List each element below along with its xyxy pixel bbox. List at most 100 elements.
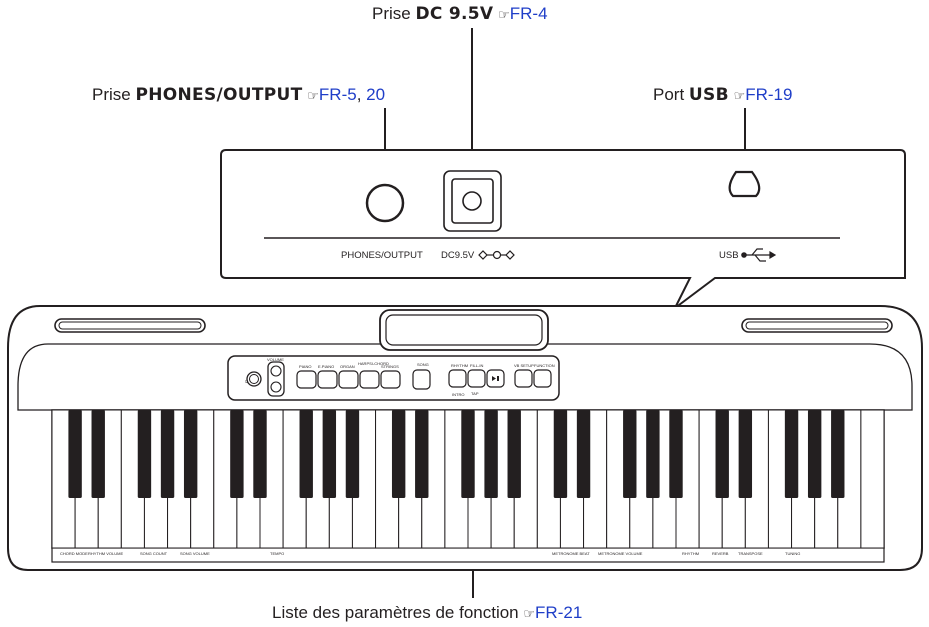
pointing-hand-icon: ☞ (733, 89, 746, 104)
phones-jack-ref-link-1[interactable]: FR-5 (318, 85, 357, 104)
top-panel (17, 343, 913, 411)
function-button (533, 369, 552, 388)
tone-button-organ (338, 370, 359, 389)
phones-jack-ref-separator: , (356, 85, 367, 104)
black-key[interactable] (391, 410, 406, 498)
black-key[interactable] (669, 410, 683, 498)
usb-symbol-arrow (769, 250, 777, 260)
usb-symbol-upper-branch (751, 248, 763, 256)
piano-keys (51, 409, 885, 549)
function-label: FUNCTION (534, 363, 555, 368)
fill-in-button (467, 369, 486, 388)
tone-button-harpsichord (359, 370, 380, 389)
dc-jack-ref-link[interactable]: FR-4 (509, 4, 548, 23)
black-key[interactable] (91, 410, 105, 498)
black-key[interactable] (738, 410, 753, 498)
black-key[interactable] (299, 410, 313, 498)
function-strip-label: RHYTHM (682, 551, 699, 556)
rear-dc-label: DC9.5V (441, 250, 475, 261)
function-list-text: Liste des paramètres de fonction (272, 603, 519, 622)
tone-button-strings (380, 370, 401, 389)
black-key[interactable] (484, 410, 498, 498)
black-key[interactable] (230, 410, 244, 498)
rear-panel-callout (220, 149, 906, 309)
power-button (246, 371, 262, 387)
black-key[interactable] (576, 410, 591, 498)
usb-port-name: USB (688, 85, 729, 105)
black-key[interactable] (322, 410, 337, 498)
black-key[interactable] (137, 410, 152, 498)
right-speaker-grill-inner (745, 321, 889, 330)
music-stand-slot (379, 309, 549, 351)
dc-jack-icon (462, 191, 482, 211)
start-stop-button (486, 369, 505, 388)
dc-jack-outer (443, 170, 502, 232)
function-list-callout: Liste des paramètres de fonction ☞FR-21 (272, 603, 582, 625)
black-key[interactable] (183, 410, 198, 498)
dc-jack-prefix: Prise (372, 4, 411, 23)
usb-port-prefix: Port (653, 85, 685, 104)
function-strip-label: CHORD MODE (60, 551, 88, 556)
black-key[interactable] (253, 410, 267, 498)
piano-label: PIANO (299, 364, 311, 369)
fill-in-label: FILL-IN (470, 363, 483, 368)
play-stop-icon (492, 376, 499, 381)
usb-port-ref-link[interactable]: FR-19 (745, 85, 793, 104)
dc-jack-callout: Prise DC 9.5V ☞FR-4 (372, 4, 548, 26)
volume-up-button (270, 365, 282, 377)
function-list-ref-link[interactable]: FR-21 (535, 603, 583, 622)
control-panel (227, 355, 560, 401)
pointing-hand-icon: ☞ (523, 607, 536, 622)
black-key[interactable] (623, 410, 637, 498)
power-button-inner (249, 374, 259, 384)
organ-label: ORGAN (340, 364, 355, 369)
black-key[interactable] (715, 410, 729, 498)
black-key[interactable] (553, 410, 568, 498)
black-key[interactable] (415, 410, 429, 498)
song-button (412, 369, 431, 390)
function-strip-label: REVERB (712, 551, 729, 556)
tone-button-epiano (317, 370, 338, 389)
rhythm-label: RHYTHM (451, 363, 468, 368)
volume-label: VOLUME (267, 357, 284, 362)
function-strip-label: TRANSPOSE (738, 551, 763, 556)
strings-label: STRINGS (381, 364, 399, 369)
black-key[interactable] (646, 410, 660, 498)
function-strip-label: TUNING (785, 551, 800, 556)
phones-jack-icon (365, 183, 405, 223)
black-key[interactable] (831, 410, 845, 498)
right-speaker-grill (741, 318, 893, 333)
function-strip-label: SONG COUNT (140, 551, 168, 556)
black-key[interactable] (784, 410, 799, 498)
black-key[interactable] (345, 410, 360, 498)
function-strip-label: METRONOME VOLUME (598, 551, 643, 556)
vb-setup-button (514, 369, 533, 388)
intro-label: INTRO (452, 392, 464, 397)
dc-jack-name: DC 9.5V (415, 4, 494, 24)
black-key[interactable] (507, 410, 521, 498)
phones-jack-ref-link-2[interactable]: 20 (366, 85, 386, 104)
tap-label: TAP (471, 391, 479, 396)
black-key[interactable] (461, 410, 475, 498)
song-label: SONG (417, 362, 429, 367)
phones-jack-name: PHONES/OUTPUT (135, 85, 303, 105)
pointing-hand-icon: ☞ (307, 89, 319, 104)
left-speaker-grill-inner (58, 321, 202, 330)
white-key[interactable] (860, 409, 885, 549)
usb-symbol-dot (741, 252, 747, 258)
tone-button-piano (296, 370, 317, 389)
music-stand-slot-inner (385, 314, 543, 346)
function-strip-label: RHYTHM VOLUME (88, 551, 123, 556)
black-key[interactable] (807, 410, 822, 498)
phones-jack-callout: Prise PHONES/OUTPUT ☞FR-5, 20 (92, 85, 385, 107)
phones-jack-prefix: Prise (92, 85, 131, 104)
function-strip-label: SONG VOLUME (180, 551, 210, 556)
black-key[interactable] (68, 410, 82, 498)
epiano-label: E.PIANO (318, 364, 334, 369)
function-strip-label: TEMPO (270, 551, 284, 556)
black-key[interactable] (160, 410, 175, 498)
usb-port-icon (728, 170, 761, 198)
usb-port-callout: Port USB ☞FR-19 (653, 85, 792, 107)
